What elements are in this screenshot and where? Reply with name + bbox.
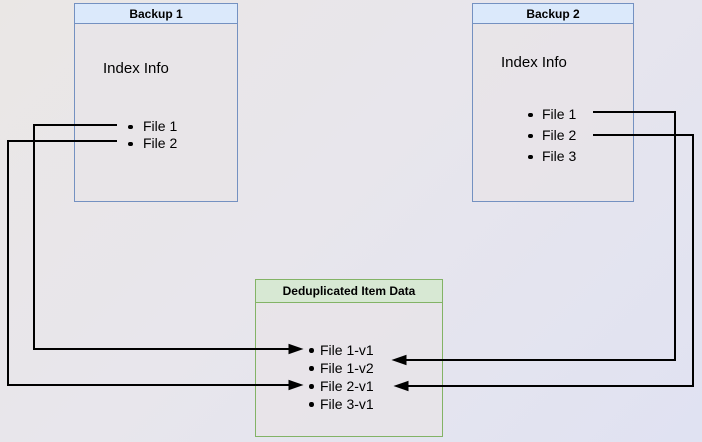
- list-item-file1: File 1: [528, 104, 576, 125]
- backup1-title: Backup 1: [75, 4, 237, 24]
- list-item-file3-v1: File 3-v1: [309, 395, 374, 413]
- list-item-file2: File 2: [528, 125, 576, 146]
- dedup-title: Deduplicated Item Data: [256, 280, 442, 303]
- backup2-title: Backup 2: [473, 4, 633, 24]
- backup1-file-list: File 1 File 2: [128, 118, 177, 152]
- list-item-file2: File 2: [128, 135, 177, 152]
- list-item-file2-v1: File 2-v1: [309, 377, 374, 395]
- dedup-box: Deduplicated Item Data File 1-v1 File 1-…: [255, 279, 443, 437]
- list-item-file1-v2: File 1-v2: [309, 359, 374, 377]
- backup2-box: Backup 2 Index Info File 1 File 2 File 3: [472, 3, 634, 202]
- list-item-file3: File 3: [528, 146, 576, 167]
- backup2-file-list: File 1 File 2 File 3: [528, 104, 576, 167]
- dedup-file-list: File 1-v1 File 1-v2 File 2-v1 File 3-v1: [309, 341, 374, 413]
- backup2-index-info-label: Index Info: [501, 54, 567, 71]
- backup1-index-info-label: Index Info: [103, 60, 169, 77]
- list-item-file1-v1: File 1-v1: [309, 341, 374, 359]
- list-item-file1: File 1: [128, 118, 177, 135]
- backup1-box: Backup 1 Index Info File 1 File 2: [74, 3, 238, 202]
